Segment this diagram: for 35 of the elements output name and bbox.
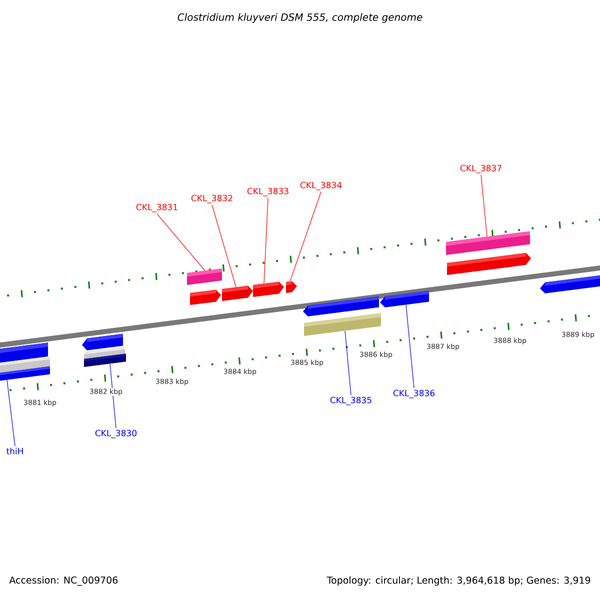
gene-bar	[253, 282, 284, 297]
gene-bar	[380, 290, 429, 308]
gene-bar	[304, 313, 381, 336]
leader-line	[156, 214, 206, 271]
gene-label: CKL_3834	[300, 182, 342, 190]
gene-label: CKL_3832	[191, 194, 232, 204]
leader-line	[344, 330, 352, 396]
gene-bar	[82, 334, 123, 350]
leader-line	[110, 364, 116, 428]
gene-bar	[446, 231, 530, 255]
leader-line	[406, 304, 414, 388]
title: Clostridium kluyveri DSM 555, complete genome	[178, 13, 422, 23]
leader-line	[264, 198, 268, 284]
gene-bar	[286, 281, 297, 293]
leader-line	[290, 192, 322, 282]
footer-text: Topology: circular; Length: 3,964,618 bp; Genes: 3,919	[326, 576, 590, 586]
gene-label: CKL_3833	[247, 188, 288, 196]
gene-label: CKL_3836	[393, 390, 435, 398]
gene-bar	[84, 354, 126, 367]
gene-label: CKL_3837	[460, 164, 502, 174]
gene-bar	[222, 286, 253, 301]
gene-bar	[447, 252, 531, 275]
gene-label: thiH	[6, 448, 23, 454]
footer-text: Accession: NC_009706	[9, 576, 118, 586]
gene-bar	[540, 275, 600, 294]
gene-label: CKL_3830	[95, 430, 136, 438]
gene-label: CKL_3835	[330, 396, 372, 406]
leader-line	[480, 174, 488, 237]
gene-bar	[187, 268, 222, 285]
leader-line	[6, 380, 16, 446]
gene-label: CKL_3831	[136, 204, 178, 212]
gene-bar	[190, 290, 221, 305]
leader-line	[212, 204, 236, 288]
gene-bar	[0, 366, 50, 381]
gene-bar	[303, 296, 379, 316]
